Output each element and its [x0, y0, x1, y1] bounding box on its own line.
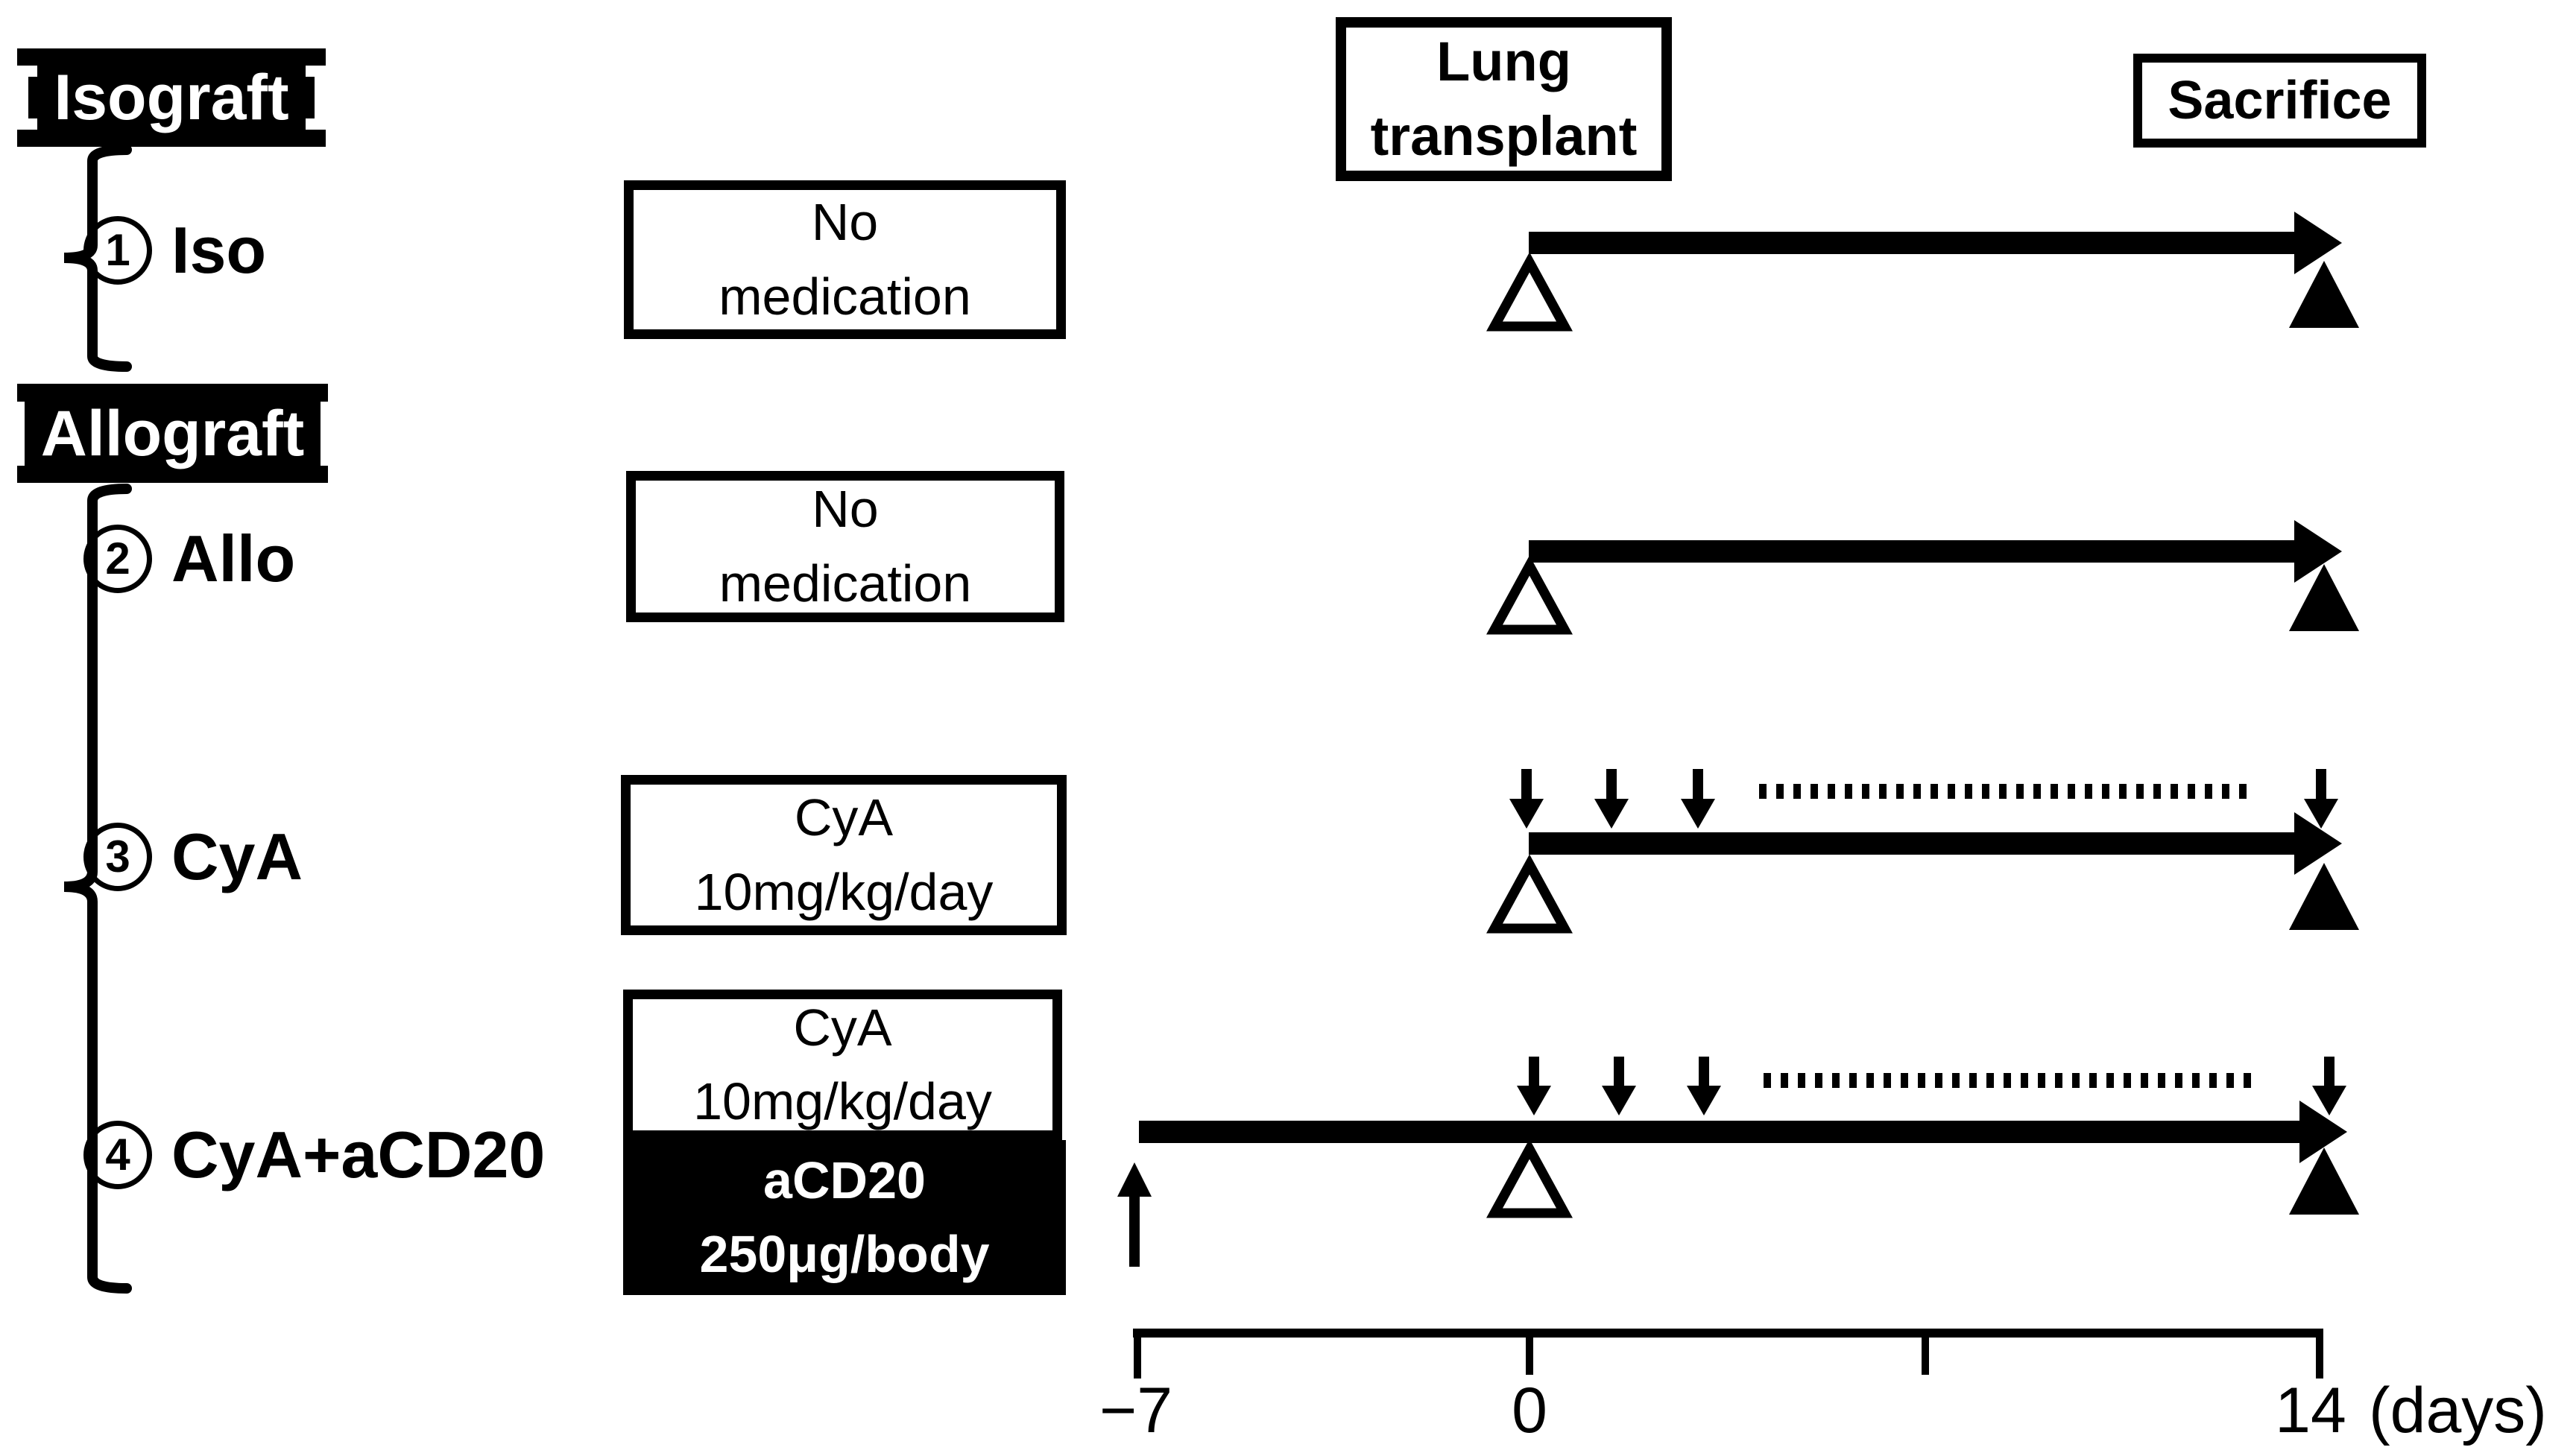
sacrifice-filled-triangle [2289, 261, 2359, 328]
isograft-group-bracket [63, 145, 132, 372]
cya-daily-dose-arrows [1517, 1057, 2346, 1115]
treatment-box-acd20: aCD20 250μg/body [623, 1140, 1066, 1295]
treatment-box-iso: No medication [624, 180, 1066, 339]
dose-arrow-head [1602, 1086, 1636, 1115]
timeline-arrow-shaft [1529, 540, 2296, 563]
timeline-arrow-head [2294, 212, 2342, 274]
circled-number-icon: 2 [83, 525, 152, 593]
dose-arrow-head [2304, 799, 2338, 829]
timeline-arrow-shaft [1529, 832, 2296, 855]
isograft-header-label: Isograft [54, 62, 289, 133]
dose-arrow-head [1509, 799, 1544, 829]
acd20-injection-up-arrow [1117, 1162, 1152, 1267]
group-name: Iso [171, 213, 267, 287]
axis-label-0: 0 [1512, 1375, 1547, 1446]
group-name: Allo [171, 522, 296, 595]
treatment-line: CyA [793, 998, 892, 1057]
sacrifice-filled-triangle [2289, 564, 2359, 631]
lenticular-bracket-right-icon [321, 401, 332, 466]
transplant-open-triangle [1486, 1139, 1573, 1218]
axis-unit-label: (days) [2369, 1375, 2547, 1446]
isograft-group-header: Isograft [17, 48, 326, 147]
allograft-header-label: Allograft [40, 397, 305, 469]
transplant-open-triangle [1486, 252, 1573, 332]
dose-arrow-head [1517, 1086, 1551, 1115]
treatment-line: No [811, 193, 879, 252]
treatment-line: medication [719, 267, 971, 326]
group-label-allo: 2 Allo [83, 525, 295, 593]
timeline-row-allo [1486, 520, 2359, 635]
event-line: Lung [1436, 31, 1571, 93]
lenticular-bracket-right-icon [305, 66, 326, 130]
allograft-group-bracket [63, 484, 132, 1294]
transplant-open-triangle [1486, 555, 1573, 635]
sacrifice-filled-triangle [2289, 1148, 2359, 1215]
day-axis [1133, 1329, 2323, 1379]
sacrifice-filled-triangle [2289, 863, 2359, 930]
timeline-arrow-head [2299, 1101, 2347, 1163]
lenticular-bracket-left-icon [13, 401, 25, 466]
group-name: CyA+aCD20 [171, 1118, 546, 1191]
group-label-iso: 1 Iso [83, 216, 266, 285]
circled-number-icon: 1 [83, 216, 152, 285]
treatment-line: 10mg/kg/day [694, 862, 994, 921]
lenticular-bracket-left-icon [17, 66, 38, 130]
treatment-line: 250μg/body [699, 1225, 990, 1283]
axis-label-14: 14 [2275, 1375, 2346, 1446]
treatment-box-allo: No medication [626, 471, 1064, 622]
timeline-row-cya [1486, 769, 2359, 934]
timeline-row-cya-acd20 [1117, 1057, 2359, 1267]
timeline-arrow-head [2294, 520, 2342, 583]
treatment-line: No [812, 480, 879, 539]
group-name: CyA [171, 820, 303, 893]
event-line: Sacrifice [2168, 70, 2392, 130]
transplant-open-triangle [1486, 854, 1573, 934]
lung-transplant-event-box: Lung transplant [1336, 17, 1672, 181]
circled-number-icon: 3 [83, 823, 152, 891]
injection-arrow-head [1117, 1162, 1152, 1197]
timeline-arrow-head [2294, 812, 2342, 875]
sacrifice-event-box: Sacrifice [2133, 54, 2426, 148]
treatment-line: 10mg/kg/day [693, 1072, 992, 1130]
dose-arrow-head [1687, 1086, 1721, 1115]
treatment-line: medication [719, 554, 972, 613]
treatment-line: aCD20 [763, 1150, 926, 1209]
group-label-cya-acd20: 4 CyA+aCD20 [83, 1121, 545, 1189]
event-line: transplant [1370, 105, 1638, 167]
timeline-row-iso [1486, 212, 2359, 332]
timeline-arrow-shaft [1529, 232, 2296, 254]
group-label-cya: 3 CyA [83, 823, 303, 891]
cya-daily-dose-arrows [1509, 769, 2338, 829]
axis-label-minus7: −7 [1099, 1375, 1173, 1446]
dose-arrow-head [1681, 799, 1715, 829]
treatment-box-cya: CyA 10mg/kg/day [621, 775, 1067, 935]
timeline-arrow-shaft [1139, 1121, 2299, 1143]
allograft-group-header: Allograft [13, 384, 332, 483]
treatment-line: CyA [794, 788, 894, 847]
dose-arrow-head [1594, 799, 1629, 829]
circled-number-icon: 4 [83, 1121, 152, 1189]
treatment-box-cya-acd20-cya: CyA 10mg/kg/day [623, 990, 1062, 1140]
dose-arrow-head [2312, 1086, 2346, 1115]
